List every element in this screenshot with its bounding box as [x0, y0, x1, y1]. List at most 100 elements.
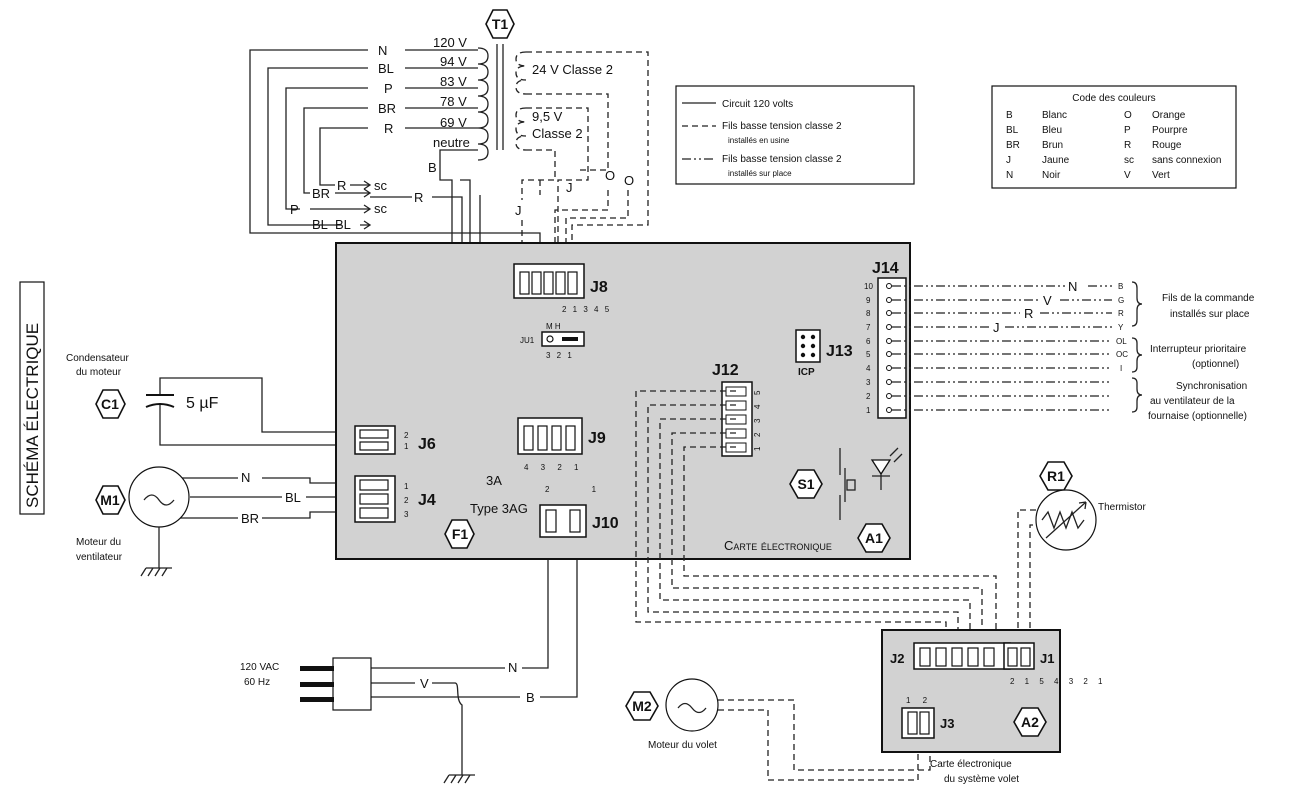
secondary-wires [521, 51, 649, 270]
a2-tag: A2 [1021, 714, 1039, 730]
a2-label-b: du système volet [944, 774, 1019, 785]
j14-pin: 2 [866, 392, 871, 401]
thermistor-label: Thermistor [1098, 502, 1146, 513]
color-code-row: BL Bleu P Pourpre [1006, 125, 1188, 136]
j14-pin: 4 [866, 364, 871, 373]
fan-wire-br: BR [241, 511, 259, 526]
sec-wire-o2: O [624, 173, 634, 188]
legend-circuit-120: Circuit 120 volts [722, 99, 793, 110]
wire-br: BR [378, 101, 396, 116]
j14-pin: 5 [866, 350, 871, 359]
j12-pin: 3 [753, 418, 762, 423]
color-code-title: Code des couleurs [1072, 93, 1155, 104]
j4-label: J4 [418, 492, 436, 509]
cc-name: Brun [1042, 140, 1063, 151]
j14-terminal: R [1118, 309, 1124, 318]
damper-board-a2: J2 J1 2 1 5 4 3 2 1 1 2 J3 A2 Carte élec… [881, 629, 1102, 785]
color-code-row: B Blanc O Orange [1006, 110, 1186, 121]
fan-label-b: ventilateur [76, 552, 123, 563]
color-code-row: BR Brun R Rouge [1006, 140, 1182, 151]
a2-label-a: Carte électronique [930, 759, 1012, 770]
sel-bl2: BL [335, 217, 351, 232]
j8-pins: 2 1 3 4 5 [562, 305, 611, 314]
legend-field-a: Fils basse tension classe 2 [722, 154, 842, 165]
fuse-f1: 3A Type 3AG F1 [444, 473, 528, 549]
power-wire-v: V [420, 676, 429, 691]
j14-pin: 10 [864, 282, 873, 291]
fan-tag: M1 [100, 492, 120, 508]
j14-wires: N V R J B G R Y OL OC I [892, 279, 1143, 413]
cc-name2: Vert [1152, 170, 1170, 181]
field-b: installés sur place [1170, 309, 1250, 320]
sel-r: R [337, 178, 346, 193]
cc-code2: R [1124, 140, 1131, 151]
a2-j1-label: J1 [1040, 651, 1054, 666]
fuse-type: Type 3AG [470, 501, 528, 516]
legend-factory-b: installés en usine [728, 136, 790, 145]
j8-label: J8 [590, 279, 608, 296]
j14-wire-j: J [993, 320, 1000, 335]
cc-code: BR [1006, 140, 1020, 151]
cc-name2: sans connexion [1152, 155, 1222, 166]
cap-label-b: du moteur [76, 367, 122, 378]
tap-94v: 94 V [440, 54, 467, 69]
sync-c: fournaise (optionnelle) [1148, 411, 1247, 422]
j14-pin: 9 [866, 296, 871, 305]
sel-bl: BL [312, 217, 328, 232]
tap-78v: 78 V [440, 94, 467, 109]
sync-a: Synchronisation [1176, 381, 1247, 392]
switch-s1: S1 [789, 448, 856, 520]
cc-name: Noir [1042, 170, 1061, 181]
connector-j8: J8 2 1 3 4 5 [513, 263, 611, 314]
j14-wire-v: V [1043, 293, 1052, 308]
primary-wire-labels: N BL P BR R B R BR P BL BL sc sc R J J O… [290, 43, 634, 232]
jumper-ju1: M H JU1 3 2 1 [520, 322, 585, 360]
j4-pin: 2 [404, 496, 409, 505]
secondary-9v-b: Classe 2 [532, 126, 583, 141]
tap-69v: 69 V [440, 115, 467, 130]
color-code-table: Code des couleurs B Blanc O Orange BL Bl… [991, 85, 1237, 189]
transformer-t1: T1 120 V 94 V 83 V 78 V 69 V neutre 24 V… [433, 9, 613, 161]
j14-pin: 8 [866, 309, 871, 318]
fuse-rating: 3A [486, 473, 502, 488]
board-tag: A1 [865, 530, 883, 546]
cc-code: J [1006, 155, 1011, 166]
prio-b: (optionnel) [1192, 359, 1239, 370]
sec-wire-j2: J [566, 180, 573, 195]
j14-pin: 7 [866, 323, 871, 332]
fan-wire-bl: BL [285, 490, 301, 505]
power-plug: 120 VAC 60 Hz N V B [240, 657, 535, 784]
wire-neutral-b: B [428, 160, 437, 175]
j12-pin: 5 [753, 390, 762, 395]
board-label: Carte électronique [724, 538, 832, 553]
j12-pin: 1 [753, 446, 762, 451]
cc-name2: Rouge [1152, 140, 1182, 151]
cc-code2: sc [1124, 155, 1134, 166]
tap-83v: 83 V [440, 74, 467, 89]
wire-p: P [384, 81, 393, 96]
j14-terminal: Y [1118, 323, 1124, 332]
sel-p: P [290, 202, 299, 217]
tap-120v: 120 V [433, 35, 467, 50]
cc-name2: Pourpre [1152, 125, 1188, 136]
power-label-a: 120 VAC [240, 662, 279, 673]
right-labels: Fils de la commande installés sur place … [1148, 293, 1255, 422]
sec-wire-o1: O [605, 168, 615, 183]
cc-name: Blanc [1042, 110, 1067, 121]
sec-wire-j1: J [515, 203, 522, 218]
cc-name: Jaune [1042, 155, 1070, 166]
legend-field-b: installés sur place [728, 169, 792, 178]
thermistor-r1: R1 Thermistor [1035, 461, 1146, 551]
field-a: Fils de la commande [1162, 293, 1255, 304]
thermistor-tag: R1 [1047, 468, 1065, 484]
j4-pin: 1 [404, 482, 409, 491]
switch-tag: S1 [797, 476, 814, 492]
power-wire-n: N [508, 660, 517, 675]
cc-code2: O [1124, 110, 1132, 121]
j10-pins: 2 1 [545, 485, 616, 494]
cc-code: B [1006, 110, 1013, 121]
j14-terminal: B [1118, 282, 1123, 291]
j6-label: J6 [418, 436, 436, 453]
ju1-label: JU1 [520, 336, 535, 345]
